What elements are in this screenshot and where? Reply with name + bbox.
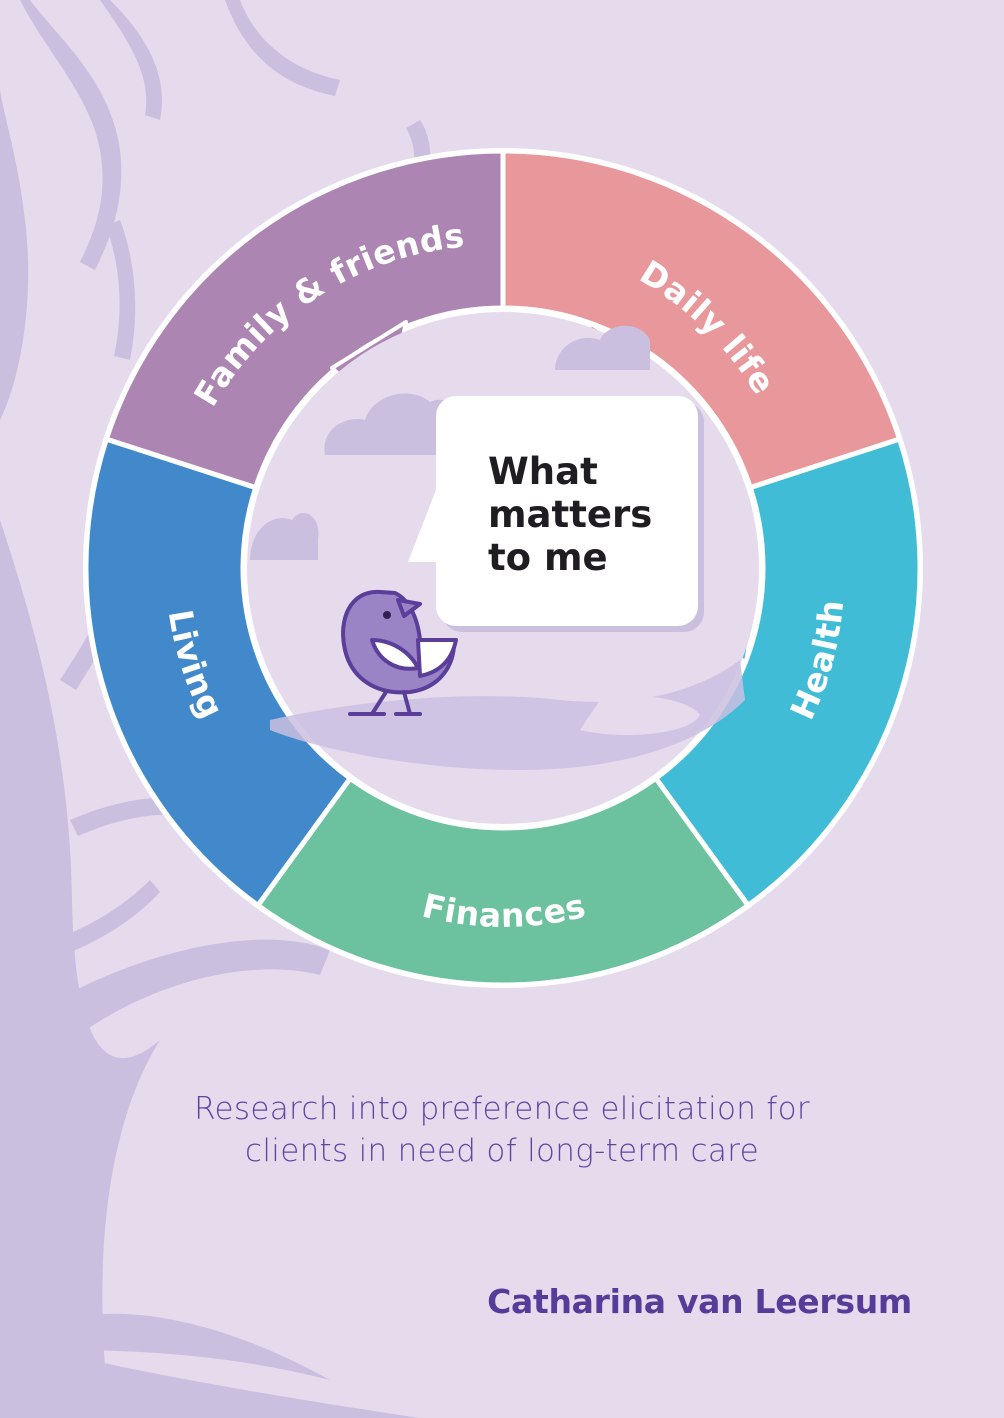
- author-name: Catharina van Leersum: [487, 1282, 912, 1321]
- subtitle: Research into preference elicitation for…: [0, 1088, 1004, 1172]
- cloud-right: [555, 325, 650, 370]
- inner-scene: [250, 325, 745, 770]
- wheel-segments: [83, 148, 923, 988]
- center-line-2: matters: [488, 493, 652, 536]
- speech-bubble-icon: [408, 396, 704, 632]
- subtitle-line-2: clients in need of long-term care: [245, 1133, 759, 1169]
- subtitle-line-1: Research into preference elicitation for: [194, 1091, 810, 1127]
- cloud-left: [324, 393, 460, 455]
- segment-family-friends[interactable]: [103, 148, 506, 491]
- center-line-1: What: [488, 450, 598, 493]
- ground: [270, 660, 745, 770]
- center-title: What matters to me: [488, 450, 665, 579]
- segment-living[interactable]: [83, 436, 353, 908]
- segment-health[interactable]: [653, 436, 923, 908]
- segment-finances[interactable]: [255, 775, 751, 988]
- bird-icon: [341, 589, 458, 716]
- cloud-small: [250, 512, 319, 560]
- center-line-3: to me: [488, 536, 608, 579]
